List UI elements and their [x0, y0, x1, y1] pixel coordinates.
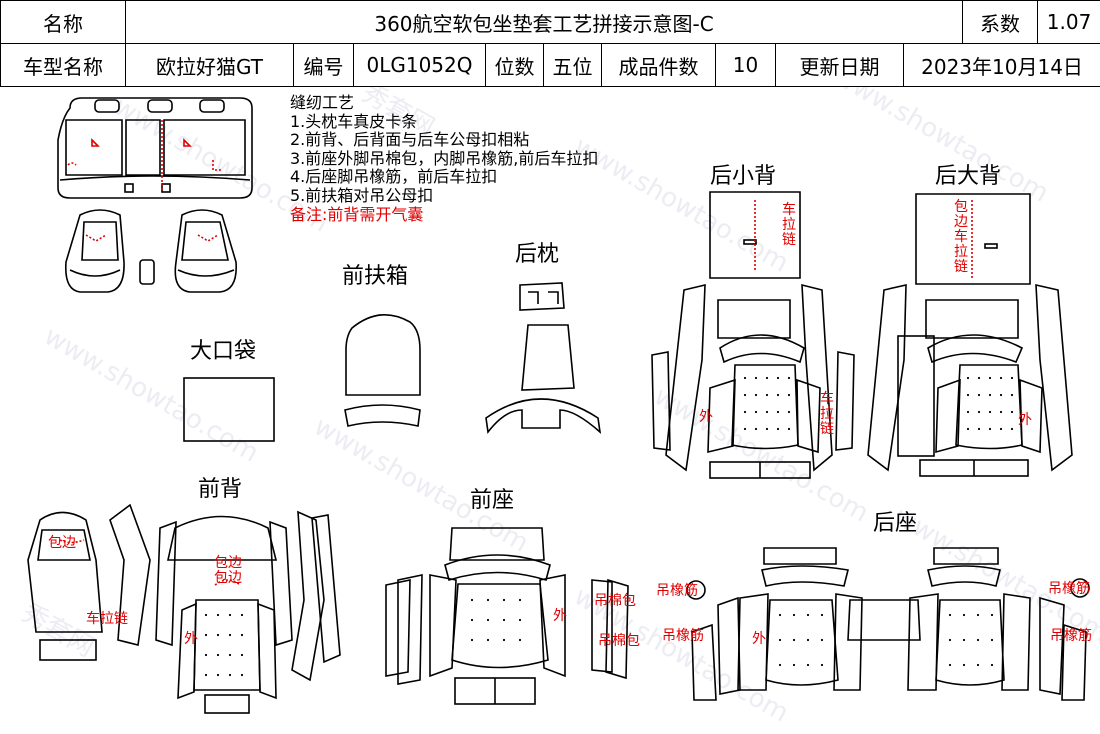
annotation-car-zipper: 车拉链 — [86, 611, 128, 627]
annotation-wrap-edge: 包边 — [214, 555, 242, 571]
annotation-car-zipper: 车拉链 — [820, 391, 834, 437]
rear-headrest-pieces — [485, 282, 602, 435]
pieces-label-cell: 成品件数 — [601, 43, 716, 87]
big-pocket-piece — [183, 377, 275, 442]
rear-bench-overview — [57, 97, 253, 199]
label-rear-seat: 后座 — [873, 511, 918, 536]
label-front-back: 前背 — [198, 477, 243, 502]
front-armrest-pieces — [344, 313, 421, 427]
annotation-elastic: 吊橡筋 — [662, 628, 704, 644]
date-value-cell: 2023年10月14日 — [902, 43, 1100, 87]
annotation-outer: 外 — [752, 631, 766, 647]
label-front-armrest: 前扶箱 — [342, 264, 409, 289]
annotation-car-zipper: 车拉链 — [782, 202, 796, 248]
seats-label-cell: 位数 — [485, 43, 544, 87]
annotation-outer: 外 — [184, 631, 198, 647]
label-big-pocket: 大口袋 — [190, 339, 257, 364]
label-rear-big-back: 后大背 — [935, 164, 1002, 189]
rear-small-back-pieces — [651, 191, 855, 479]
notes-remark: 备注:前背需开气囊 — [290, 204, 424, 224]
coef-value-cell: 1.07 — [1037, 0, 1100, 44]
annotation-outer: 外 — [553, 608, 567, 624]
notes-item: 2.前背、后背面与后车公母扣相粘 — [290, 130, 530, 150]
annotation-elastic: 吊橡筋 — [1048, 581, 1090, 597]
seats-value-cell: 五位 — [543, 43, 602, 87]
front-back-pieces — [27, 503, 341, 714]
notes-item: 5.前扶箱对吊公母扣 — [290, 185, 434, 205]
annotation-cotton-bag: 吊棉包 — [594, 593, 636, 609]
code-value-cell: 0LG1052Q — [353, 43, 486, 87]
annotation-outer: 外 — [699, 409, 713, 425]
annotation-outer: 外 — [1018, 412, 1032, 428]
rear-seat-pieces — [686, 547, 1090, 701]
annotation-cotton-bag: 吊棉包 — [598, 633, 640, 649]
label-rear-small-back: 后小背 — [710, 164, 777, 189]
date-label-cell: 更新日期 — [775, 43, 904, 87]
coef-label-cell: 系数 — [962, 0, 1039, 44]
name-label-cell: 名称 — [0, 0, 126, 44]
annotation-elastic: 吊橡筋 — [1050, 628, 1092, 644]
label-front-seat: 前座 — [470, 488, 515, 513]
header-table: 名称 360航空软包坐垫套工艺拼接示意图-C 系数 1.07 车型名称 欧拉好猫… — [0, 0, 1100, 87]
notes-item: 3.前座外脚吊棉包，内脚吊橡筋,前后车拉扣 — [290, 148, 599, 168]
annotation-elastic: 吊橡筋 — [656, 583, 698, 599]
notes-item: 1.头枕车真皮卡条 — [290, 111, 418, 131]
front-seats-overview — [64, 209, 237, 293]
model-label-cell: 车型名称 — [0, 43, 126, 87]
perforation-dots — [204, 376, 1014, 677]
model-value-cell: 欧拉好猫GT — [125, 43, 294, 87]
label-rear-headrest: 后枕 — [515, 242, 560, 267]
rear-big-back-pieces — [867, 193, 1073, 477]
annotation-wrap-edge: 包边 — [48, 535, 76, 551]
front-seat-pieces — [385, 527, 629, 705]
stitch-lines — [59, 200, 973, 586]
annotation-edge-zipper: 包边车拉链 — [954, 199, 968, 275]
notes-item: 4.后座脚吊橡筋，前后车拉扣 — [290, 167, 498, 187]
notes-heading: 缝纫工艺 — [290, 93, 355, 112]
process-notes: 缝纫工艺 1.头枕车真皮卡条 2.前背、后背面与后车公母扣相粘 3.前座外脚吊棉… — [290, 93, 599, 224]
annotation-wrap-edge: 包边 — [214, 570, 242, 586]
